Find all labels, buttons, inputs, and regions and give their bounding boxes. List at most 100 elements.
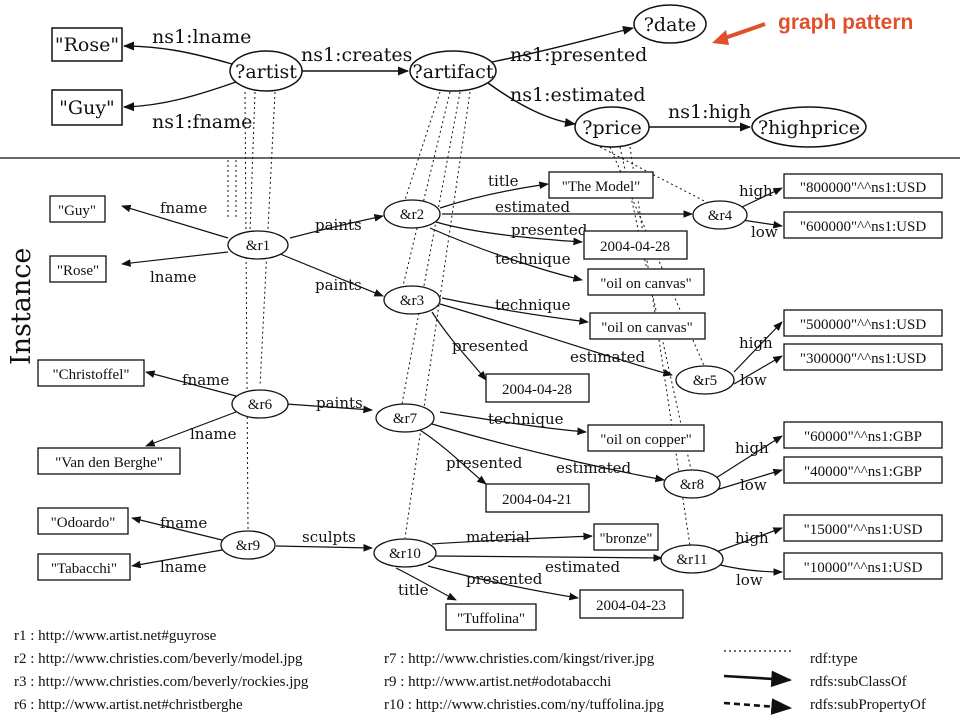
pattern-node-guy	[51, 89, 123, 126]
node-usd-600000	[783, 211, 943, 239]
pattern-node-guy-label: "Guy"	[59, 97, 115, 119]
edge-label-low-r11: low	[736, 571, 763, 589]
node-tuffolina	[445, 603, 537, 631]
uri-footnotes: r1 : http://www.artist.net#guyrose r2 : …	[14, 628, 664, 713]
node-usd-15000	[783, 514, 943, 542]
node-date-r2	[583, 230, 688, 260]
node-r3	[383, 285, 441, 315]
node-r2	[383, 199, 441, 229]
pattern-edge-fname-label: ns1:fname	[152, 111, 252, 133]
node-r5	[675, 365, 735, 395]
pattern-edge-creates-label: ns1:creates	[301, 44, 412, 66]
node-r5-label: &r5	[693, 373, 717, 389]
node-date-r2-label: 2004-04-28	[600, 239, 670, 255]
node-usd-10000-label: "10000"^^ns1:USD	[804, 560, 923, 576]
edge-label-estimated-r7: estimated	[556, 459, 631, 477]
node-r1	[227, 230, 289, 260]
pattern-node-artist-label: ?artist	[235, 61, 297, 83]
node-r4	[692, 200, 748, 230]
node-van-den-berghe	[37, 447, 181, 475]
pattern-edge-presented	[491, 26, 635, 63]
legend-line-dashed	[723, 698, 793, 715]
pattern-edge-estimated-label: ns1:estimated	[510, 84, 646, 106]
edge-label-high-r8: high	[735, 439, 769, 457]
pattern-node-date	[633, 4, 707, 44]
legend-label-rdf-type: rdf:type	[810, 651, 858, 667]
node-usd-300000	[783, 343, 943, 371]
node-tabacchi	[37, 553, 131, 581]
node-r11	[660, 544, 724, 574]
pattern-node-date-label: ?date	[644, 14, 697, 36]
node-bronze-label: "bronze"	[599, 531, 652, 547]
node-r11-label: &r11	[676, 552, 707, 568]
node-date-r10	[579, 589, 684, 619]
uri-r2: r2 : http://www.christies.com/beverly/mo…	[14, 651, 303, 667]
pattern-edge-high-label: ns1:high	[668, 101, 751, 123]
node-usd-15000-label: "15000"^^ns1:USD	[804, 522, 923, 538]
pattern-edge-lname	[122, 41, 233, 65]
edge-label-technique-r7: technique	[488, 410, 564, 428]
node-r9-label: &r9	[236, 538, 260, 554]
node-usd-300000-label: "300000"^^ns1:USD	[800, 351, 927, 367]
pattern-node-price-label: ?price	[582, 117, 641, 139]
edge-label-presented-r3: presented	[452, 337, 529, 355]
uri-r1: r1 : http://www.artist.net#guyrose	[14, 628, 217, 644]
annotation-arrow	[721, 22, 766, 41]
node-date-r7	[485, 483, 590, 513]
legend-line-solid	[723, 670, 793, 688]
pattern-node-artifact-label: ?artifact	[413, 61, 494, 83]
edge-label-title-r2: title	[488, 172, 519, 190]
node-r8	[663, 469, 721, 499]
edge-label-fname-r1: fname	[160, 199, 207, 217]
instance-nodes: "Guy" "Rose" "The Model" 2004-04-28 "oil…	[37, 171, 943, 631]
edge-label-high-r11: high	[735, 529, 769, 547]
node-rose-label: "Rose"	[57, 263, 99, 279]
node-odoardo-label: "Odoardo"	[51, 515, 116, 531]
node-date-r7-label: 2004-04-21	[502, 492, 572, 508]
node-gbp-40000-label: "40000"^^ns1:GBP	[804, 464, 922, 480]
pattern-edge-estimated	[487, 82, 577, 127]
node-oil-canvas-r2	[587, 268, 705, 296]
edge-label-presented-r10: presented	[466, 570, 543, 588]
node-date-r3-label: 2004-04-28	[502, 382, 572, 398]
node-odoardo	[37, 507, 129, 535]
pattern-edge-presented-label: ns1:presented	[510, 44, 647, 66]
edge-label-high-r4: high	[739, 182, 773, 200]
node-date-r10-label: 2004-04-23	[596, 598, 666, 614]
edge-label-estimated-r2: estimated	[495, 198, 570, 216]
legend: rdf:type rdfs:subClassOf rdfs:subPropert…	[723, 650, 926, 715]
edge-label-material-r10: material	[466, 528, 530, 546]
node-gbp-40000	[783, 456, 943, 484]
pattern-node-rose	[51, 27, 123, 62]
legend-label-subclassof: rdfs:subClassOf	[810, 674, 907, 690]
edge-label-fname-r9: fname	[160, 514, 207, 532]
uri-r6: r6 : http://www.artist.net#christberghe	[14, 697, 243, 713]
edge-label-low-r4: low	[751, 223, 778, 241]
uri-r9: r9 : http://www.artist.net#odotabacchi	[384, 674, 611, 690]
node-oil-canvas-r2-label: "oil on canvas"	[600, 276, 691, 292]
node-oil-canvas-r3	[589, 312, 706, 340]
edge-label-lname-r1: lname	[150, 268, 197, 286]
legend-label-subpropertyof: rdfs:subPropertyOf	[810, 697, 926, 713]
edge-label-presented-r7: presented	[446, 454, 523, 472]
uri-r3: r3 : http://www.christies.com/beverly/ro…	[14, 674, 309, 690]
node-r2-label: &r2	[400, 207, 424, 223]
node-oil-canvas-r3-label: "oil on canvas"	[601, 320, 692, 336]
edge-label-low-r5: low	[740, 371, 767, 389]
edge-label-paints-r2: paints	[315, 216, 362, 234]
edge-label-paints-r3: paints	[315, 276, 362, 294]
node-r6-label: &r6	[248, 397, 273, 413]
node-r3-label: &r3	[400, 293, 424, 309]
node-r10	[373, 538, 437, 568]
edge-label-presented-r2: presented	[511, 221, 588, 239]
edge-label-title-r10: title	[398, 581, 429, 599]
node-r4-label: &r4	[708, 208, 733, 224]
node-usd-800000-label: "800000"^^ns1:USD	[800, 180, 927, 196]
node-gbp-60000-label: "60000"^^ns1:GBP	[804, 429, 922, 445]
node-bronze	[593, 523, 659, 551]
node-tuffolina-label: "Tuffolina"	[457, 611, 525, 627]
edge-label-lname-r6: lname	[190, 425, 237, 443]
edge-label-technique-r3: technique	[495, 296, 571, 314]
node-r7	[375, 403, 435, 433]
